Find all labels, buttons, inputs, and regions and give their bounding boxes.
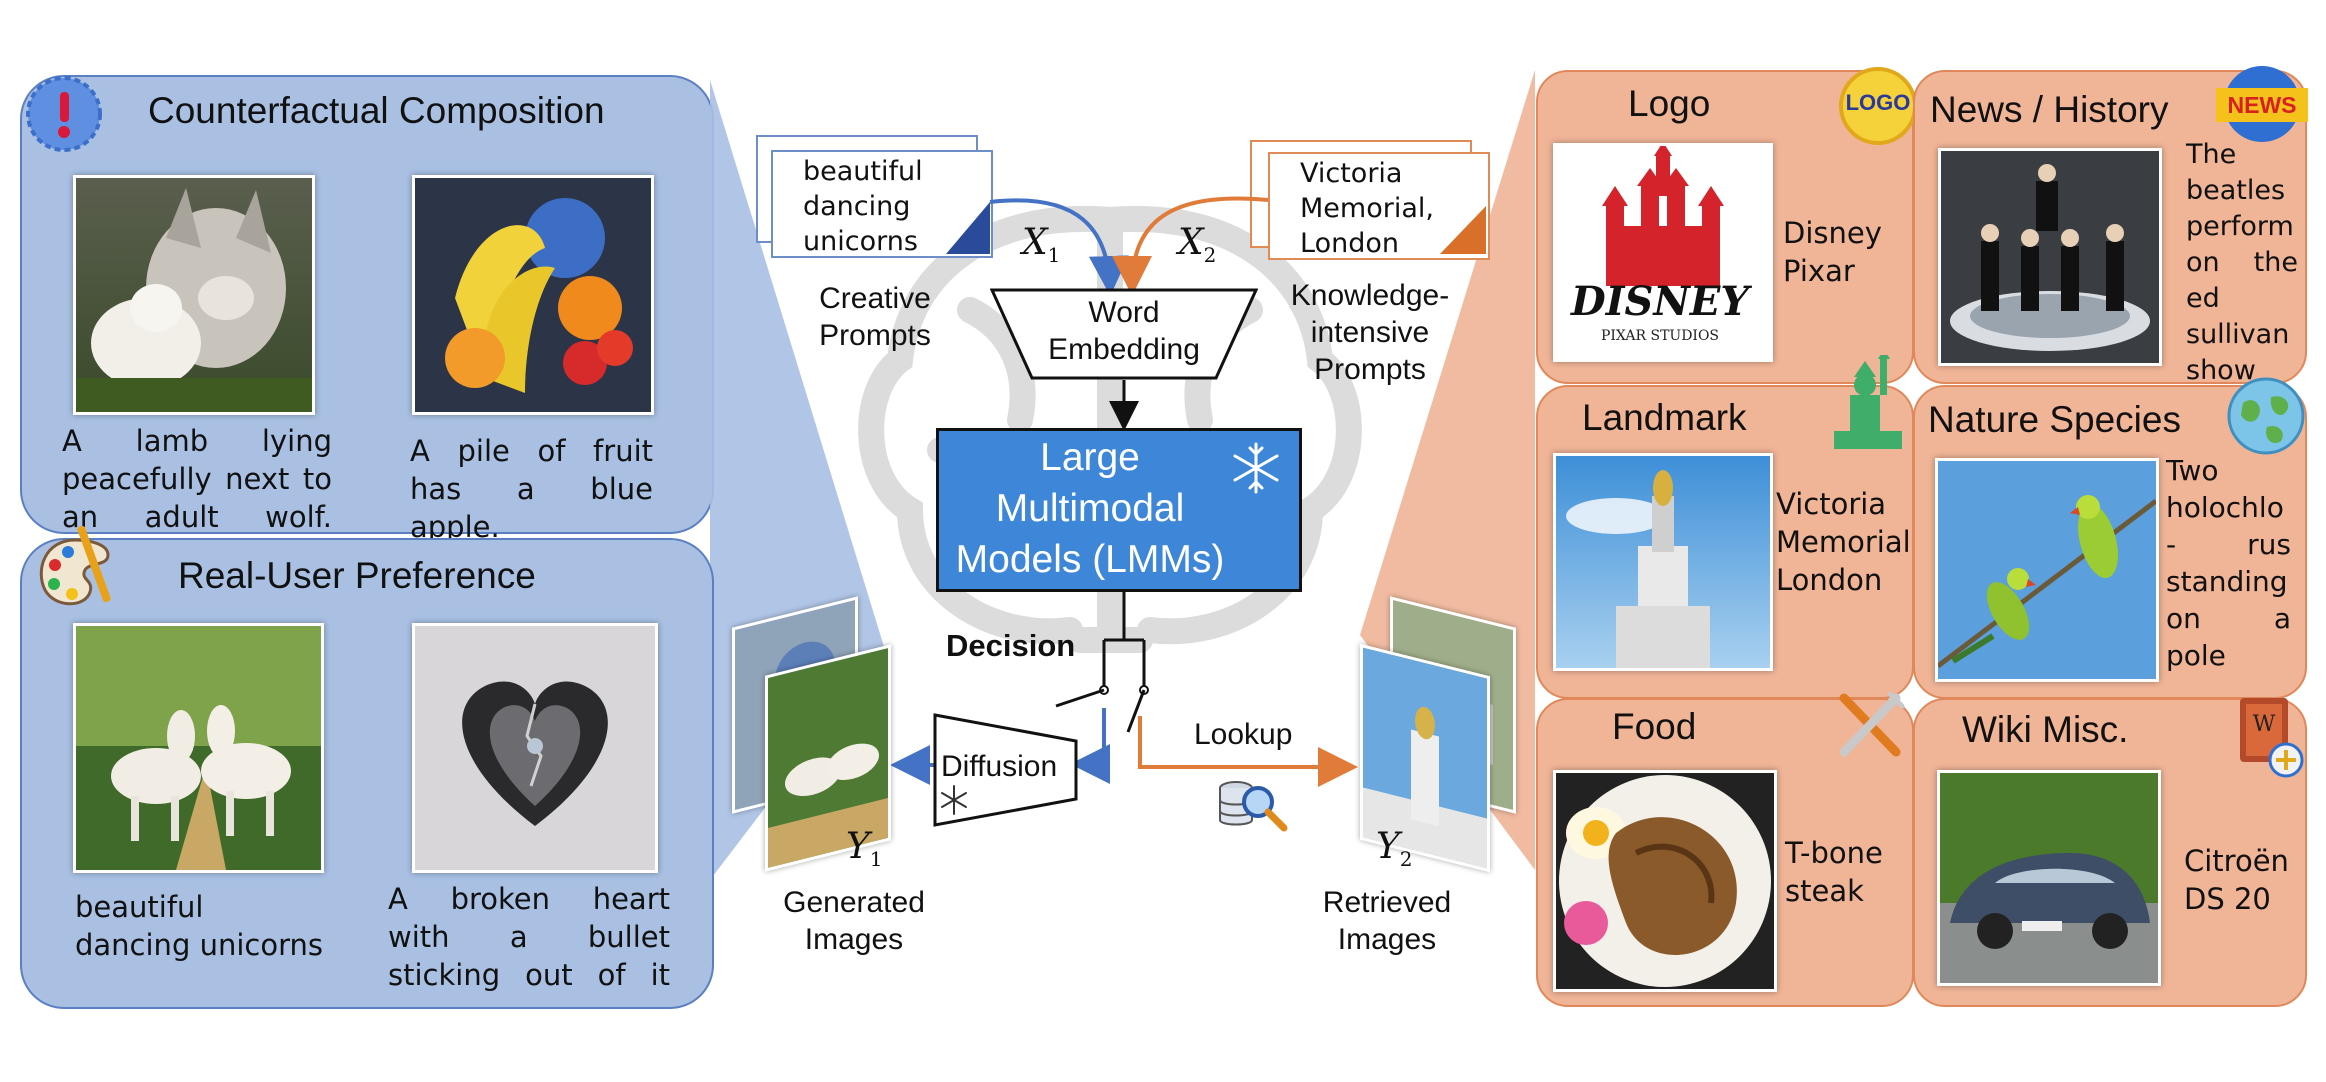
fruit-pile-caption: A pile of fruit has a blue apple.	[410, 434, 653, 544]
unicorns-image	[73, 623, 324, 873]
book-icon: W	[2236, 694, 2306, 780]
disney-logo-subtext: PIXAR STUDIOS	[1600, 328, 1720, 344]
word-embedding-box	[990, 288, 1258, 380]
logo-caption: Disney Pixar	[1783, 216, 1882, 288]
palette-icon	[30, 520, 120, 615]
prompt1-corner	[946, 202, 990, 254]
fork-knife-icon	[1834, 690, 1906, 760]
retrieved-images-label: Retrieved Images	[1322, 886, 1452, 956]
citroen-image	[1937, 770, 2161, 986]
wiki-title: Wiki Misc.	[1962, 709, 2129, 750]
disney-logo-image: DISNEY PIXAR STUDIOS	[1553, 143, 1773, 362]
prompt2-text: Victoria Memorial, London	[1300, 158, 1434, 259]
fruit-pile-image	[412, 175, 654, 415]
wiki-caption: Citroën DS 20	[2184, 844, 2289, 916]
x1-label: X1	[1022, 222, 1061, 268]
news-title: News / History	[1930, 89, 2169, 130]
decision-label: Decision	[946, 628, 1076, 663]
word-embedding-label: Word Embedding	[1048, 296, 1200, 366]
lmm-label: Large Multimodal Models (LMMs)	[955, 436, 1225, 581]
exclamation-bubble-icon	[22, 72, 106, 156]
prompt1-text: beautiful dancing unicorns	[803, 156, 923, 257]
logo-badge-icon: LOGO	[1838, 66, 1918, 146]
diffusion-box	[933, 713, 1078, 827]
x2-label: X2	[1178, 222, 1217, 268]
generated-images-label: Generated Images	[783, 886, 925, 956]
generated-image-front	[765, 644, 891, 872]
diffusion-snowflake-icon	[938, 784, 970, 816]
lmm-box	[936, 428, 1302, 592]
lamb-wolf-image	[73, 175, 315, 415]
prompt2-corner	[1440, 206, 1486, 254]
news-badge-icon: NEWS	[2212, 62, 2312, 147]
steak-image	[1553, 770, 1777, 992]
to-diffusion-arrow	[1070, 708, 1110, 784]
logo-badge-text: LOGO	[1845, 90, 1911, 115]
food-title: Food	[1612, 706, 1697, 747]
disney-logo-wordmark: DISNEY	[1571, 278, 1749, 325]
creative-prompts-label: Creative Prompts	[819, 282, 931, 352]
broken-heart-image	[412, 623, 658, 873]
counterfactual-title: Counterfactual Composition	[148, 90, 605, 131]
prompt1-card: beautiful dancing unicorns	[771, 150, 993, 258]
nature-caption: Two holochlo - rus standing on a pole	[2166, 454, 2291, 672]
lamb-wolf-caption: A lamb lying peacefully next to an adult…	[62, 424, 332, 534]
globe-icon	[2225, 375, 2307, 457]
knowledge-prompts-label: Knowledge-intensive Prompts	[1290, 279, 1450, 386]
news-badge-text: NEWS	[2227, 92, 2297, 118]
parrots-image	[1935, 458, 2159, 682]
to-lookup-arrow	[1138, 716, 1358, 787]
logo-title: Logo	[1628, 83, 1711, 124]
nature-title: Nature Species	[1928, 399, 2181, 440]
statue-of-liberty-icon	[1828, 349, 1908, 451]
y2-label: Y2	[1376, 826, 1413, 872]
victoria-memorial-image	[1553, 453, 1773, 671]
retrieved-image-front	[1360, 643, 1490, 873]
y1-label: Y1	[846, 826, 883, 872]
broken-heart-caption: A broken heart with a bullet sticking ou…	[388, 882, 670, 992]
landmark-title: Landmark	[1582, 397, 1747, 438]
lookup-label: Lookup	[1194, 718, 1293, 751]
prompt1-arrow	[989, 198, 1129, 296]
wiki-badge-text: W	[2252, 712, 2276, 737]
landmark-caption: Victoria Memorial, London	[1776, 487, 1920, 597]
prompt2-card: Victoria Memorial, London	[1268, 152, 1490, 260]
snowflake-icon	[1228, 440, 1284, 496]
database-search-icon	[1216, 774, 1290, 834]
beatles-image	[1938, 148, 2162, 366]
unicorns-caption: beautiful dancing unicorns	[75, 890, 323, 962]
diffusion-label: Diffusion	[941, 750, 1058, 783]
news-caption: The beatles perform on the ed sullivan s…	[2186, 139, 2298, 386]
food-caption: T-bone steak	[1785, 836, 1883, 908]
real-user-title: Real-User Preference	[178, 555, 536, 596]
prompt2-arrow	[1112, 196, 1269, 296]
